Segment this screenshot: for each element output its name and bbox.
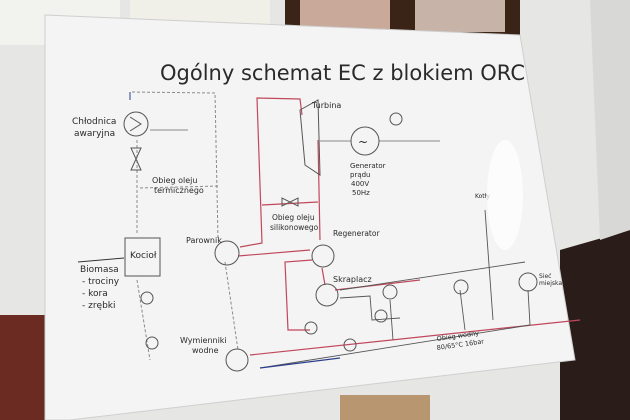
thermal-oil-label-1: Obieg oleju — [152, 176, 197, 185]
regenerator-label: Regenerator — [333, 229, 380, 238]
pump-icon — [140, 291, 154, 305]
generator-label-1: Generator — [350, 162, 386, 170]
turbine-icon — [299, 99, 321, 176]
condenser-icon — [315, 283, 339, 307]
window-pane — [300, 0, 390, 30]
cooler-exchanger-icon — [123, 111, 149, 137]
diagram: Ogólny schemat EC z blokiem ORC Chłodnic… — [72, 61, 581, 372]
generator-icon — [350, 126, 380, 156]
evaporator-label: Parownik — [186, 236, 222, 245]
evaporator-icon — [214, 240, 240, 266]
water-exchanger-icon — [225, 348, 249, 372]
generator-label-4: 50Hz — [352, 189, 370, 197]
pump-icon — [145, 336, 159, 350]
biomass-label-2: - trociny — [82, 277, 120, 287]
dark-wall-right — [560, 230, 630, 420]
meter-icon — [453, 279, 469, 295]
cooler-zigzag — [129, 116, 142, 132]
boiler-label: Kocioł — [130, 251, 157, 261]
city-grid-label-1: Sieć — [539, 273, 551, 280]
blue-return-line — [259, 357, 341, 369]
water-exchangers-label-2: wodne — [192, 346, 219, 355]
right-wall — [590, 0, 630, 240]
pump-icon — [304, 321, 318, 335]
silicone-oil-label-2: silikonowego — [270, 223, 319, 232]
brick-wall — [0, 315, 50, 420]
silicone-oil-label-1: Obieg oleju — [272, 213, 315, 222]
biomass-label-1: Biomasa — [80, 265, 119, 275]
biomass-label-4: - zrębki — [82, 301, 116, 311]
meter-icon — [382, 284, 398, 300]
easel — [340, 395, 430, 420]
meter-icon — [389, 112, 403, 126]
turbine-label: Turbina — [311, 101, 341, 110]
boiler-box — [124, 237, 161, 277]
diagram-title: Ogólny schemat EC z blokiem ORC — [160, 61, 525, 85]
biomass-label-3: - kora — [82, 289, 108, 299]
thermal-oil-label-2: termicznego — [154, 186, 204, 195]
water-exchangers-label-1: Wymienniki — [180, 336, 227, 345]
light-glare — [487, 140, 523, 250]
condenser-label: Skraplacz — [333, 275, 372, 284]
cooler-label-1: Chłodnica — [72, 117, 116, 127]
biomass-arrow — [77, 257, 125, 263]
city-grid-icon — [518, 272, 538, 292]
valve-icon — [281, 197, 299, 207]
pump-icon — [343, 338, 357, 352]
city-grid-label-2: miejska — [539, 280, 562, 287]
diagram-board — [44, 14, 576, 420]
pump-icon — [374, 309, 388, 323]
generator-wave: ~ — [358, 135, 368, 149]
generator-label-3: 400V — [351, 180, 369, 188]
window-pane — [415, 0, 505, 32]
generator-label-2: prądu — [350, 171, 371, 179]
cooler-label-2: awaryjna — [74, 129, 115, 139]
valve-icon — [130, 147, 142, 171]
boilers-label: Kotły — [475, 193, 490, 200]
regenerator-icon — [311, 244, 335, 268]
